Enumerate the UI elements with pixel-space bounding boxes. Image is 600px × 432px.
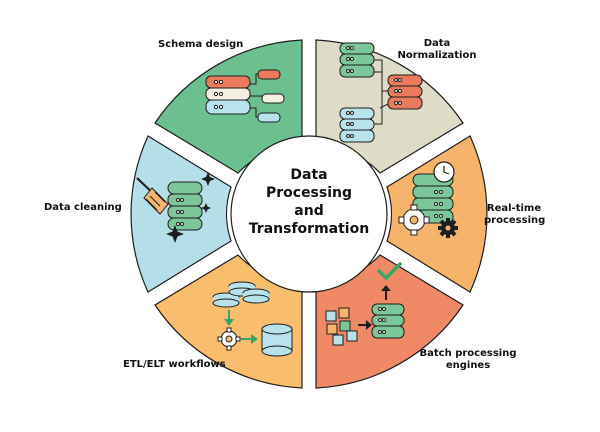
checkmark-icon — [377, 262, 402, 281]
broom-icon — [136, 177, 169, 215]
label-line: Data — [423, 38, 451, 49]
label-data-cleaning: Data cleaning — [44, 202, 122, 213]
label-real-time-processing: Real-time processing — [484, 203, 546, 227]
sparkle-icon — [166, 172, 215, 243]
up-arrow-icon — [381, 285, 391, 300]
label-schema-design: Schema design — [158, 39, 244, 50]
center-title-line: and — [294, 203, 324, 219]
center-title-line: Transformation — [248, 221, 370, 237]
label-line: Real-time — [486, 203, 542, 214]
etl-cylinder-icon — [261, 323, 293, 357]
batch-database-icon — [371, 303, 405, 339]
cubes-icon — [325, 307, 358, 346]
center-title-line: Data — [290, 167, 328, 183]
label-line: processing — [484, 215, 546, 226]
down-arrow-icon — [224, 310, 234, 326]
schema-database-icon — [205, 69, 285, 123]
label-etl-elt-workflows: ETL/ELT workflows — [123, 359, 226, 370]
normalization-database-icon — [339, 42, 423, 143]
label-line: Batch processing — [419, 348, 517, 359]
black-gear-icon — [438, 218, 458, 238]
clock-icon — [433, 161, 455, 183]
cleaning-database-icon — [167, 181, 203, 231]
right-arrow-icon — [358, 320, 372, 330]
center-title-line: Processing — [265, 185, 353, 201]
etl-disks-icon — [212, 281, 270, 308]
label-batch-processing-engines: Batch processing engines — [418, 348, 518, 372]
center-circle — [230, 135, 388, 293]
label-data-normalization: Data Normalization — [392, 38, 482, 62]
label-line: Normalization — [397, 50, 477, 61]
label-line: engines — [445, 360, 491, 371]
center-title: Data Processing and Transformation — [234, 166, 384, 238]
etl-arrow-icon — [241, 334, 258, 344]
white-gear-icon — [398, 204, 430, 236]
etl-gear-icon — [217, 327, 241, 351]
